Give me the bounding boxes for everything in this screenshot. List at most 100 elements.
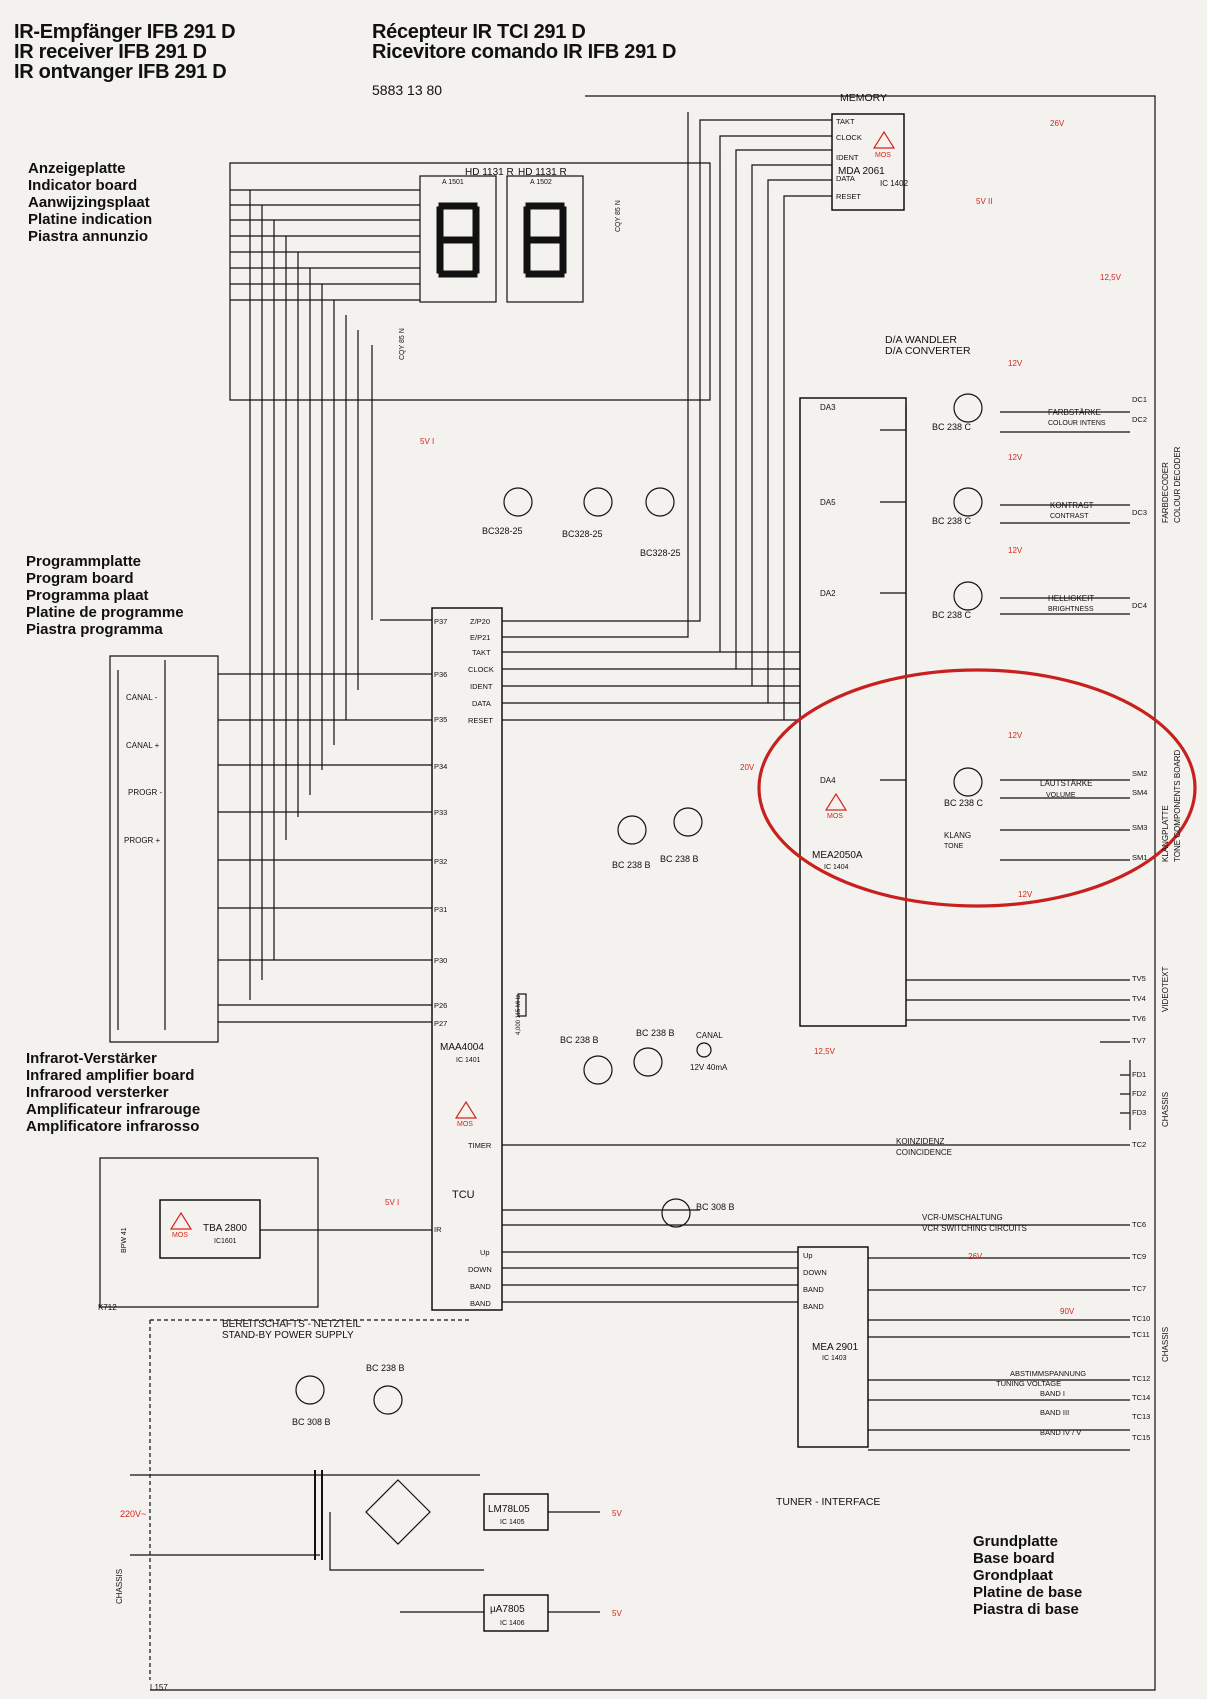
pin-p30: P30: [434, 956, 447, 965]
band3-label: BAND III: [1040, 1408, 1069, 1417]
mos-warnings: [169, 130, 896, 1230]
k712-label: K712: [98, 1303, 117, 1312]
band1-label: BAND I: [1040, 1389, 1065, 1398]
d1501-type: CQY 85 N: [399, 328, 406, 360]
part-number: 5883 13 80: [372, 82, 443, 98]
dac-da4: DA4: [820, 776, 836, 785]
segment-lines: [230, 189, 420, 301]
base-board-label: Grundplatte Base board Grondplaat Platin…: [973, 1533, 1082, 1618]
mains-lines: [130, 1474, 484, 1571]
digit-2-box: [506, 175, 584, 303]
conn-tc7: TC7: [1132, 1284, 1146, 1293]
mda-label: MDA 2061: [838, 166, 885, 177]
tba2800-label: TBA 2800: [203, 1223, 247, 1234]
farbdecoder-label: FARBDECODER: [1161, 462, 1170, 523]
infrared-label-en: Infrared amplifier board: [26, 1067, 195, 1084]
mos-triangle-maa4004: [454, 1100, 478, 1119]
infrared-label-nl: Infrarood versterker: [26, 1084, 169, 1101]
rail-26v-1: 26V: [1050, 119, 1065, 128]
rail-5v-box-1: 5V: [612, 1509, 622, 1518]
switch-rails: [117, 660, 166, 1030]
colour-intens-label: COLOUR INTENS: [1048, 420, 1106, 427]
conn-dc4: DC4: [1132, 601, 1147, 610]
conn-tc6: TC6: [1132, 1220, 1146, 1229]
tuner-bus: [502, 1251, 798, 1303]
indicator-board-frame: [229, 162, 711, 401]
rail-5v1-1: 5V I: [420, 437, 434, 446]
rail-12v-4: 12V: [1008, 731, 1023, 740]
conn-tc14: TC14: [1132, 1393, 1150, 1402]
conn-tv6: TV6: [1132, 1014, 1146, 1023]
t1412-transistor: [953, 581, 983, 611]
indicator-label-nl: Aanwijzingsplaat: [28, 194, 150, 211]
rail-26v-2: 26V: [968, 1252, 983, 1261]
control-bus: [502, 651, 800, 721]
hd2-label: HD 1131 R: [518, 167, 567, 178]
t1410-type: BC 238 B: [612, 860, 651, 870]
infrared-label-de: Infrarot-Verstärker: [26, 1050, 157, 1067]
progr-minus-label: PROGR -: [128, 788, 163, 797]
mos-text-mea2050: MOS: [827, 813, 843, 820]
program-label-fr: Platine de programme: [26, 604, 184, 621]
supply-rails: 26V 5V II 12,5V 5V I 12V 12V 12V 12V 12V…: [385, 119, 1122, 1618]
canal-plus-label: CANAL +: [126, 741, 160, 750]
progr-plus-label: PROGR +: [124, 836, 161, 845]
rail-125v-1: 12,5V: [1100, 273, 1122, 282]
dac-da2: DA2: [820, 589, 836, 598]
tone-label: TONE: [944, 843, 964, 850]
t1409-transistor: [661, 1198, 691, 1228]
conn-sm1: SM1: [1132, 853, 1147, 862]
base-label-it: Piastra di base: [973, 1601, 1079, 1618]
bpw41-label: BPW 41: [121, 1227, 128, 1253]
conn-tv5: TV5: [1132, 974, 1146, 983]
pin-data: DATA: [472, 699, 491, 708]
kontrast-label: KONTRAST: [1050, 501, 1094, 510]
bridge-rectifier: [365, 1479, 431, 1545]
mos-text-memory: MOS: [875, 152, 891, 159]
conn-tv7: TV7: [1132, 1036, 1146, 1045]
transformer-core: [314, 1470, 323, 1560]
brightness-label: BRIGHTNESS: [1048, 606, 1094, 613]
canal-lamp: [696, 1042, 712, 1058]
program-label-en: Program board: [26, 570, 134, 587]
pin-p26: P26: [434, 1001, 447, 1010]
mem-pin-takt: TAKT: [836, 117, 855, 126]
klangplatte-label: KLANGPLATTE: [1161, 805, 1170, 862]
ic1405-label: IC 1405: [500, 1519, 525, 1526]
title-left: IR-Empfänger IFB 291 D IR receiver IFB 2…: [14, 22, 236, 82]
ic1403-label: IC 1403: [822, 1355, 847, 1362]
pin-down: DOWN: [468, 1265, 492, 1274]
t1412-type: BC 238 C: [932, 610, 972, 620]
mea2901-label: MEA 2901: [812, 1342, 859, 1353]
memory-label: MEMORY: [840, 92, 887, 104]
mos-triangle-mea2050: [824, 792, 848, 811]
conn-tc10: TC10: [1132, 1314, 1150, 1323]
mos-triangle-memory: [872, 130, 896, 149]
ua7805-ic: [483, 1594, 549, 1632]
conn-tc12: TC12: [1132, 1374, 1150, 1383]
pin-zp20: Z/P20: [470, 617, 490, 626]
volume-label: VOLUME: [1046, 792, 1076, 799]
t1403-transistor: [295, 1375, 325, 1405]
rail-12v-3: 12V: [1008, 546, 1023, 555]
tuner-outputs: [868, 1257, 1130, 1451]
mos-text-tba2800: MOS: [172, 1232, 188, 1239]
contrast-label: CONTRAST: [1050, 513, 1089, 520]
rail-90v: 90V: [1060, 1307, 1075, 1316]
pin-p35: P35: [434, 715, 447, 724]
conn-fd2: FD2: [1132, 1089, 1146, 1098]
conn-tc13: TC13: [1132, 1412, 1150, 1421]
base-board-outline: [150, 95, 1156, 1691]
helligkeit-label: HELLIGKEIT: [1048, 594, 1094, 603]
t1416-type: BC 238 C: [932, 422, 972, 432]
tuner-interface-label: TUNER - INTERFACE: [776, 1496, 880, 1508]
t1406-type: BC328-25: [482, 526, 523, 536]
coincidence-label: COINCIDENCE: [896, 1148, 952, 1157]
colour-decoder-label: COLOUR DECODER: [1173, 446, 1182, 523]
chassis-label-1: CHASSIS: [1161, 1092, 1170, 1127]
title-left-2: IR receiver IFB 291 D: [14, 41, 207, 63]
t1406-transistor: [503, 487, 533, 517]
pin-p34: P34: [434, 762, 447, 771]
chassis-label-2: CHASSIS: [1161, 1327, 1170, 1362]
hd1-label: HD 1131 R: [465, 167, 514, 178]
